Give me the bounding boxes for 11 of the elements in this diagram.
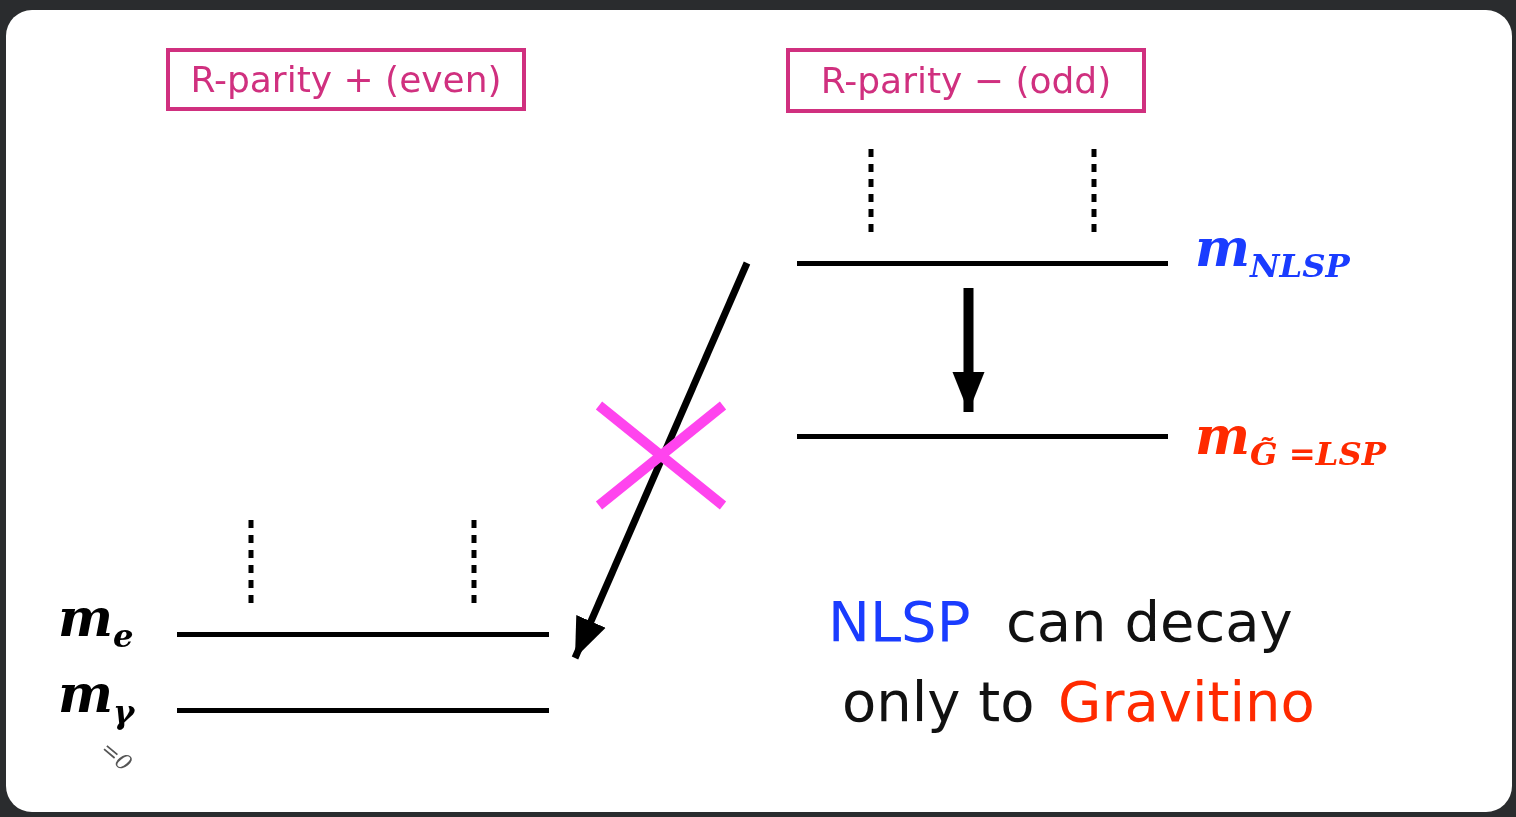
zero-mass-note: =0 bbox=[95, 736, 137, 776]
decay-arrow bbox=[952, 288, 985, 412]
mass-label: m$_{G̃ =LSP}$ bbox=[1195, 410, 1386, 471]
mass-label: m$_{γ}$ bbox=[58, 668, 135, 729]
mass-label: m$_{NLSP}$ bbox=[1195, 222, 1350, 283]
decay-arrow bbox=[571, 261, 751, 660]
parity-label-box: R-parity − (odd) bbox=[786, 48, 1146, 113]
mass-label: m$_{e}$ bbox=[58, 592, 134, 653]
note-text: Gravitino bbox=[1058, 674, 1315, 730]
parity-label-box: R-parity + (even) bbox=[166, 48, 526, 111]
note-text: NLSP bbox=[828, 594, 971, 650]
